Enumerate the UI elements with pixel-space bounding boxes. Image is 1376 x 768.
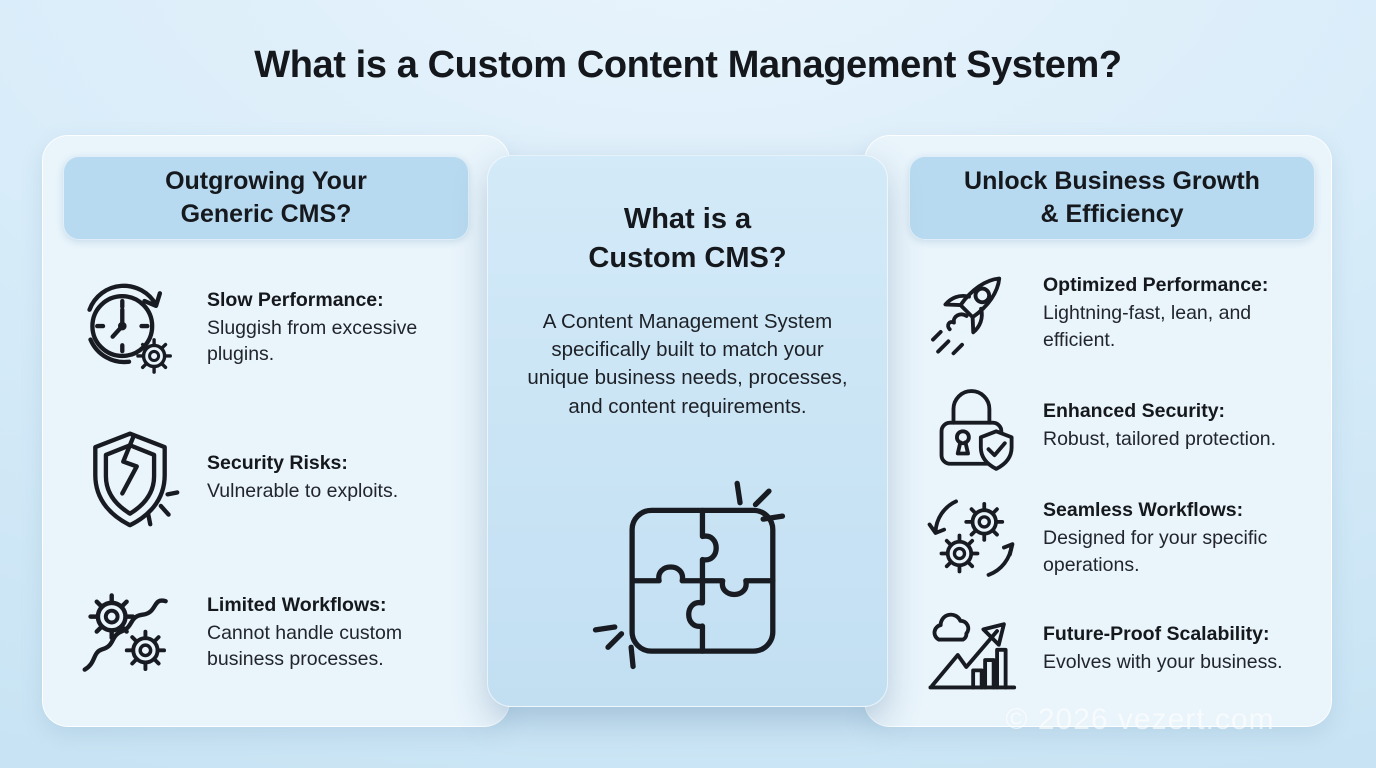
benefit-row: Optimized Performance: Lightning-fast, l… [927,266,1319,361]
puzzle-icon [592,480,785,670]
header-line: Generic CMS? [180,200,352,228]
header-line: Outgrowing Your [165,167,367,195]
broken-shield-icon [93,431,180,528]
rocket-icon [931,276,1002,355]
header-line: Unlock Business Growth [964,167,1260,195]
problem-body: Cannot handle custom business processes. [207,621,403,670]
copyright-watermark: © 2026 vezert.com [1005,703,1275,736]
benefit-row: Future-Proof Scalability: Evolves with y… [927,600,1319,698]
benefits-card-header: Unlock Business Growth & Efficiency [909,156,1315,240]
page-title: What is a Custom Content Management Syst… [254,44,1122,86]
benefit-body: Designed for your specific operations. [1043,527,1268,576]
sync-gears-icon [927,498,1015,577]
benefit-body: Lightning-fast, lean, and efficient. [1043,302,1252,351]
problem-row: Security Risks: Vulnerable to exploits. [77,424,491,532]
benefit-heading: Enhanced Security: [1043,400,1226,423]
problem-heading: Limited Workflows: [207,593,387,616]
header-line: & Efficiency [1040,200,1184,228]
problem-body: Vulnerable to exploits. [207,479,399,502]
problem-row: Slow Performance: Sluggish from excessiv… [77,268,491,388]
benefits-card: Unlock Business Growth & Efficiency [864,135,1332,727]
problem-heading: Security Risks: [207,451,348,474]
benefit-body: Evolves with your business. [1043,650,1283,673]
title-line: What is a [623,203,752,235]
slow-clock-gear-icon [87,283,172,374]
benefit-row: Enhanced Security: Robust, tailored prot… [927,379,1319,474]
definition-text: A Content Management System specifically… [527,310,848,418]
benefit-row: Seamless Workflows: Designed for your sp… [927,491,1319,586]
benefit-body: Robust, tailored protection. [1043,428,1277,451]
growth-chart-icon [928,612,1017,690]
title-line: Custom CMS? [588,242,787,275]
problems-card-header: Outgrowing Your Generic CMS? [63,156,469,240]
benefit-heading: Seamless Workflows: [1043,499,1244,522]
tangled-gears-icon [82,580,168,672]
definition-title: What is a Custom CMS? [488,200,887,278]
problems-card: Outgrowing Your Generic CMS? Slow Per [42,135,510,727]
problem-body: Sluggish from excessive plugins. [207,316,418,365]
problem-row: Limited Workflows: Cannot handle custom … [77,572,491,694]
definition-card: What is a Custom CMS? A Content Manageme… [487,155,888,707]
problem-heading: Slow Performance: [207,288,384,311]
lock-shield-icon [939,388,1014,471]
benefit-heading: Future-Proof Scalability: [1043,622,1270,645]
benefit-heading: Optimized Performance: [1043,274,1269,297]
